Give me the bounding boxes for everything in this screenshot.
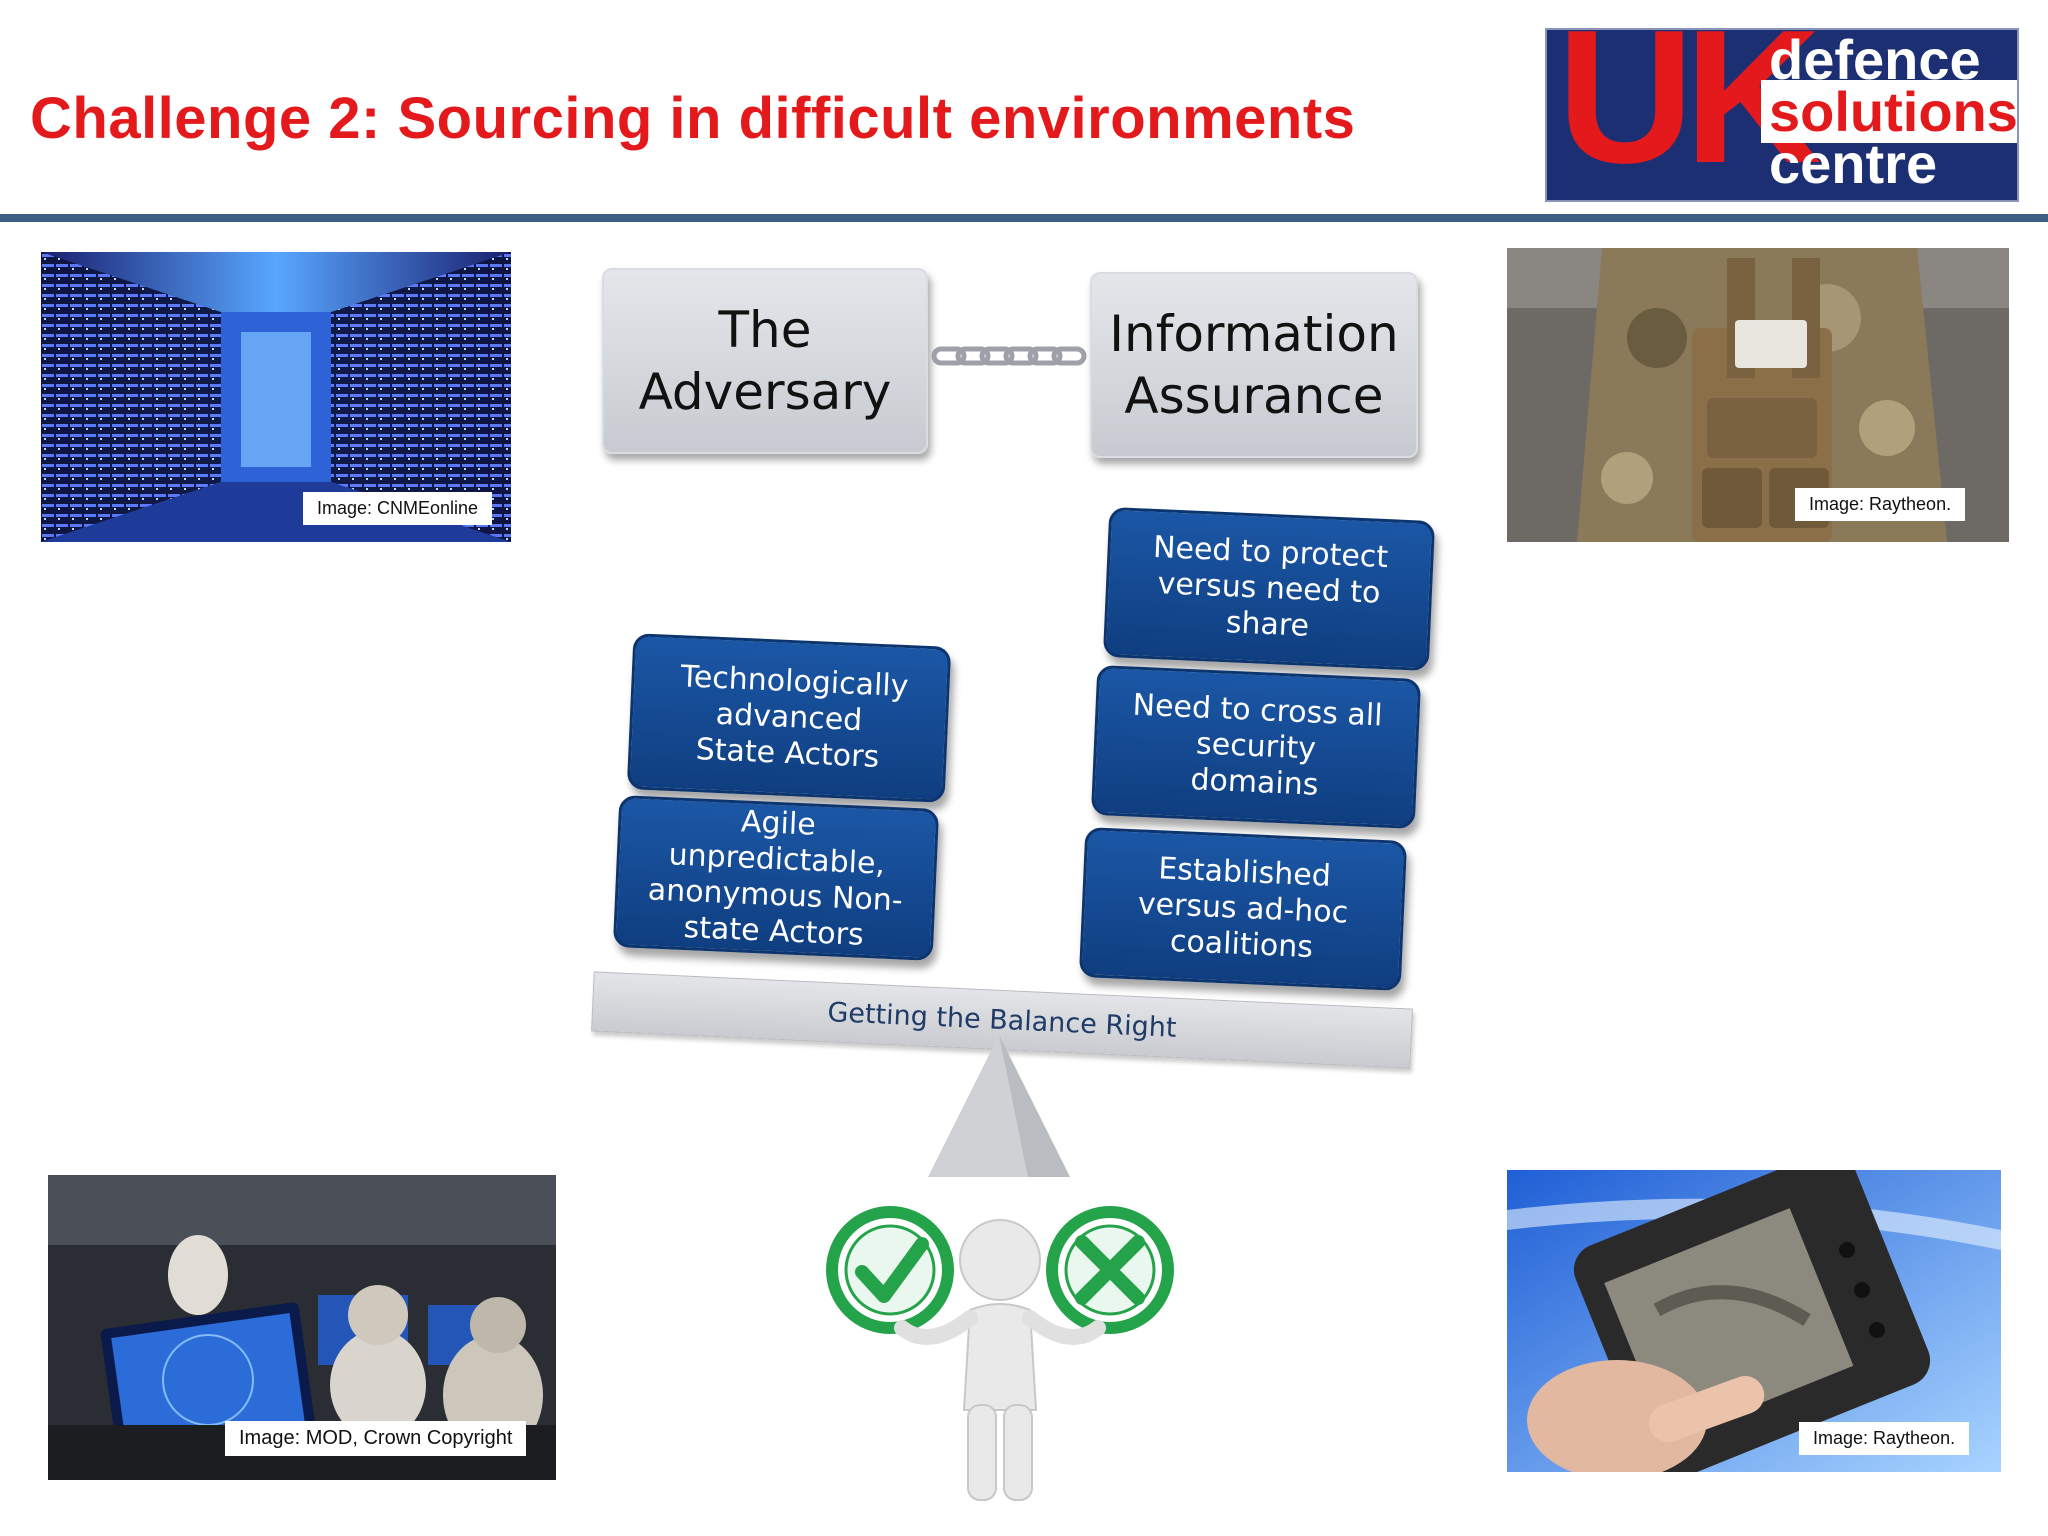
protect-vs-share-label: Need to protect versus need to share (1152, 529, 1389, 644)
coalitions-box: Established versus ad-hoc coalitions (1078, 827, 1408, 991)
information-assurance-header-label: Information Assurance (1109, 305, 1399, 425)
photo-caption: Image: MOD, Crown Copyright (225, 1421, 527, 1456)
adversary-header-box: The Adversary (602, 268, 928, 454)
non-state-actors-label: Agile unpredictable, anonymous Non-state… (647, 804, 904, 953)
non-state-actors-box: Agile unpredictable, anonymous Non-state… (612, 795, 940, 961)
logo-word-centre: centre (1769, 132, 1938, 195)
server-racks-icon (41, 252, 511, 542)
state-actors-box: Technologically advanced State Actors (626, 633, 952, 803)
photo-caption: Image: Raytheon. (1799, 1422, 1970, 1455)
fulcrum-triangle-icon (928, 1035, 1070, 1177)
photo-soldier-vest: Image: Raytheon. (1507, 248, 2009, 542)
cross-mark-icon (1046, 1206, 1174, 1334)
security-domains-label: Need to cross all security domains (1131, 687, 1384, 803)
protect-vs-share-box: Need to protect versus need to share (1102, 506, 1436, 672)
information-assurance-header-box: Information Assurance (1090, 272, 1418, 458)
security-domains-box: Need to cross all security domains (1090, 665, 1422, 829)
adversary-header-label: The Adversary (638, 301, 892, 421)
photo-caption: Image: CNMEonline (303, 492, 493, 525)
coalitions-label: Established versus ad-hoc coalitions (1137, 851, 1349, 966)
slide-title: Challenge 2: Sourcing in difficult envir… (30, 86, 1356, 151)
photo-operations-room: Image: MOD, Crown Copyright (48, 1175, 556, 1480)
uk-defence-solutions-centre-logo: UK defence solutions centre (1545, 28, 2019, 202)
person-weighing-choice-icon (826, 1206, 1174, 1501)
logo-word-solutions: solutions (1761, 80, 2017, 143)
header-divider (0, 214, 2048, 222)
logo-word-defence: defence (1769, 28, 1981, 91)
photo-caption: Image: Raytheon. (1795, 488, 1966, 521)
handheld-device-icon (1507, 1170, 2001, 1472)
photo-handheld-device: Image: Raytheon. (1507, 1170, 2001, 1472)
state-actors-label: Technologically advanced State Actors (679, 659, 910, 775)
photo-server-racks: Image: CNMEonline (41, 252, 511, 542)
chain-link-icon (931, 346, 1087, 366)
check-mark-icon (826, 1206, 954, 1334)
